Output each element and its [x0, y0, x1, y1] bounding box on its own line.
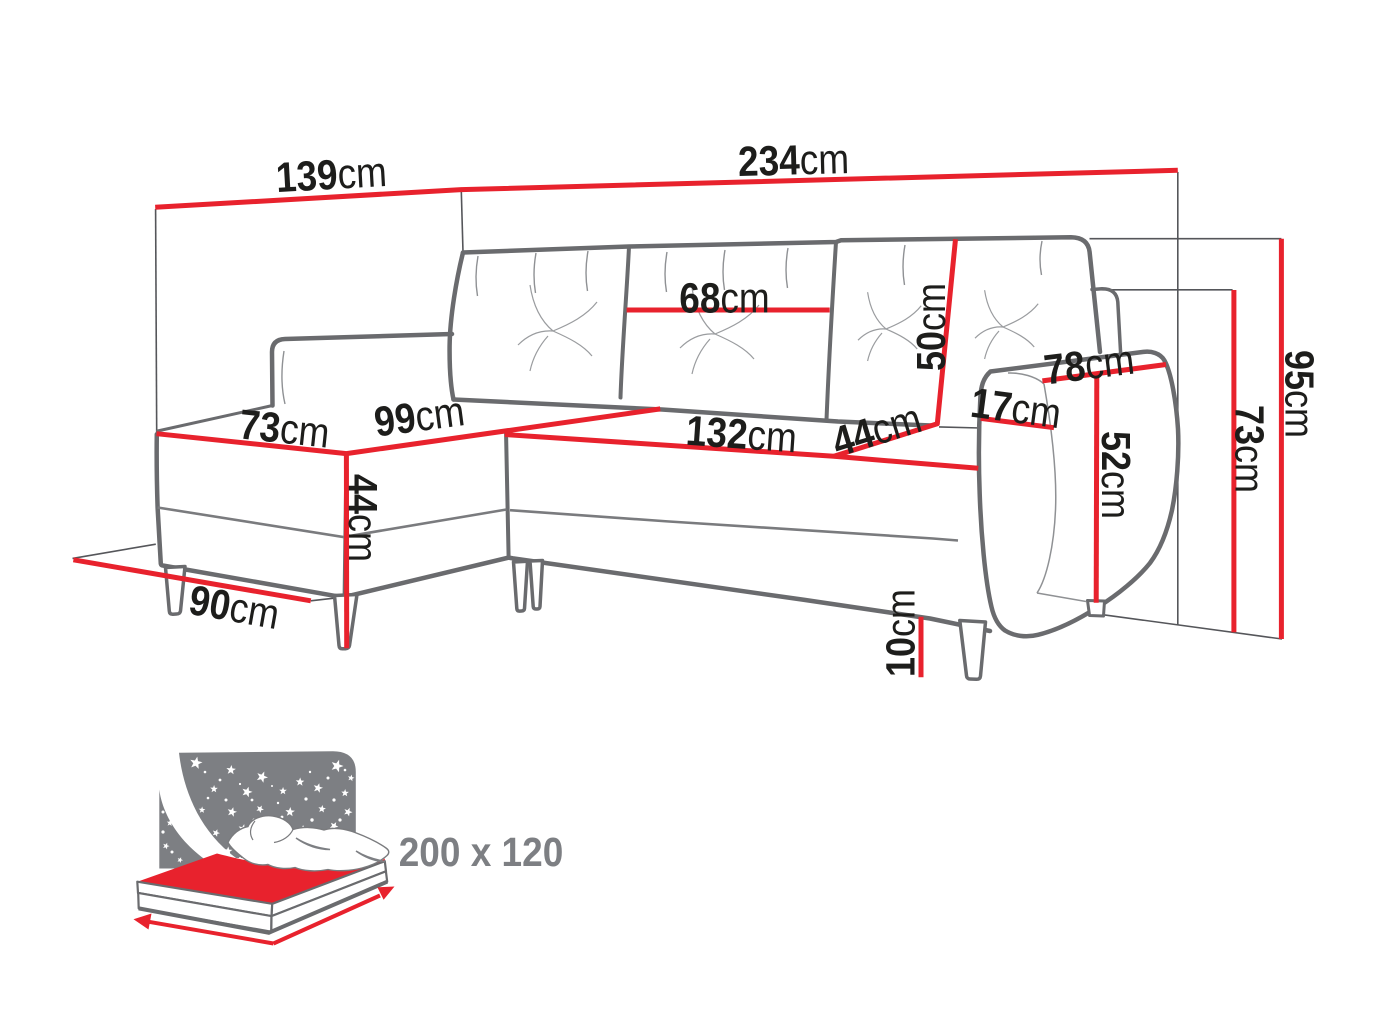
svg-text:68cm: 68cm: [679, 275, 769, 322]
svg-text:78cm: 78cm: [1041, 336, 1136, 393]
svg-text:50cm: 50cm: [909, 283, 954, 371]
svg-text:52cm: 52cm: [1093, 431, 1138, 519]
svg-text:200 x 120: 200 x 120: [399, 830, 564, 875]
svg-text:139cm: 139cm: [275, 149, 388, 202]
svg-text:17cm: 17cm: [968, 380, 1064, 438]
svg-text:10cm: 10cm: [879, 589, 924, 677]
svg-text:44cm: 44cm: [340, 474, 385, 562]
svg-text:73cm: 73cm: [237, 401, 332, 457]
svg-text:99cm: 99cm: [372, 388, 468, 446]
svg-text:132cm: 132cm: [684, 408, 798, 462]
svg-text:73cm: 73cm: [1226, 405, 1271, 493]
svg-text:234cm: 234cm: [737, 136, 849, 186]
svg-text:95cm: 95cm: [1276, 350, 1321, 438]
